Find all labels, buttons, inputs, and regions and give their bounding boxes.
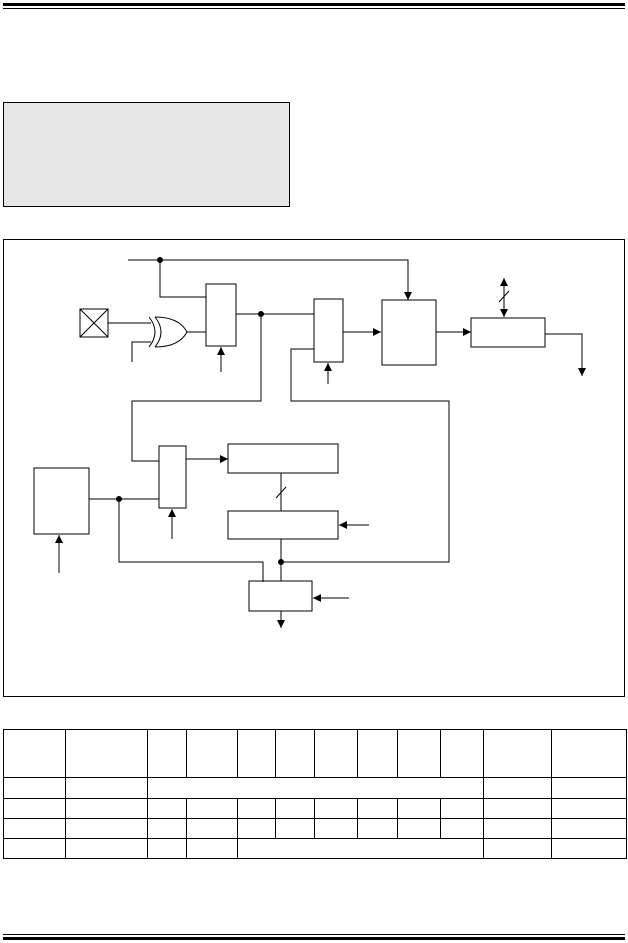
table-cell (237, 797, 276, 819)
footer-rule-thin (3, 934, 625, 935)
table-cell (237, 728, 276, 779)
output-driver (248, 580, 313, 612)
register-summary-table (3, 728, 627, 860)
table-cell (357, 797, 398, 819)
bus-to-latch-wire (159, 260, 206, 298)
header-rule-thick (3, 3, 625, 6)
table-cell (237, 817, 276, 839)
output-block-center (381, 299, 437, 366)
register-bus-slash (275, 486, 287, 499)
header-rule-thin (3, 8, 625, 9)
table-cell (147, 817, 187, 839)
block-diagram (33, 257, 586, 628)
xor-second-input-wire (131, 341, 151, 362)
buffer-to-driver-wire (118, 499, 264, 582)
table-cell (314, 797, 358, 819)
table-cell (186, 728, 238, 779)
table-cell (275, 728, 315, 779)
table-cell (3, 817, 66, 839)
right-block-output-wire (545, 333, 586, 376)
table-cell (186, 837, 238, 860)
top-bus-wire (128, 259, 412, 300)
table-cell (186, 797, 238, 819)
table-cell (65, 817, 148, 839)
table-row (3, 777, 627, 799)
table-cell (147, 728, 187, 779)
table-cell (65, 777, 148, 799)
table-header-row (3, 728, 627, 779)
table-cell (551, 728, 627, 779)
output-block-right (470, 317, 546, 348)
table-cell (483, 817, 552, 839)
table-cell (483, 728, 552, 779)
register-lower (227, 510, 339, 540)
table-cell (483, 777, 552, 799)
table-cell (440, 728, 484, 779)
table-cell (483, 797, 552, 819)
table-cell-spanned (147, 777, 484, 799)
table-row (3, 817, 627, 839)
note-box (3, 102, 290, 207)
table-cell (357, 728, 398, 779)
table-cell (397, 797, 441, 819)
table-cell (3, 728, 66, 779)
table-cell (65, 837, 148, 860)
pin-pad (79, 308, 109, 338)
table-cell (147, 837, 187, 860)
table-cell (551, 837, 627, 860)
table-cell (275, 797, 315, 819)
table-cell (551, 797, 627, 819)
input-latch (205, 283, 237, 347)
mux-upper-feedback-wire (281, 348, 450, 563)
table-cell (186, 817, 238, 839)
table-cell (440, 817, 484, 839)
table-row (3, 797, 627, 819)
table-cell (483, 837, 552, 860)
table-cell (551, 817, 627, 839)
table-cell (275, 817, 315, 839)
table-cell (65, 728, 148, 779)
block-diagram-frame (3, 239, 625, 697)
mux-upper (313, 298, 344, 363)
table-cell (65, 797, 148, 819)
table-cell (3, 837, 66, 860)
table-cell (357, 817, 398, 839)
table-cell (147, 797, 187, 819)
table-cell (397, 728, 441, 779)
right-block-bus-slash (498, 290, 510, 303)
mux-lower (158, 445, 187, 509)
table-row (3, 837, 627, 860)
buffer-left (33, 467, 90, 535)
table-cell (440, 797, 484, 819)
table-cell (3, 777, 66, 799)
xor-gate (148, 316, 188, 348)
table-cell (3, 797, 66, 819)
footer-rule-thick (3, 937, 625, 940)
latch-to-lower-mux-wire (131, 314, 262, 462)
register-upper (227, 443, 339, 474)
register-output-junction (278, 559, 284, 565)
table-cell (314, 817, 358, 839)
table-cell (551, 777, 627, 799)
table-cell-spanned (237, 837, 484, 860)
table-cell (314, 728, 358, 779)
table-cell (397, 817, 441, 839)
